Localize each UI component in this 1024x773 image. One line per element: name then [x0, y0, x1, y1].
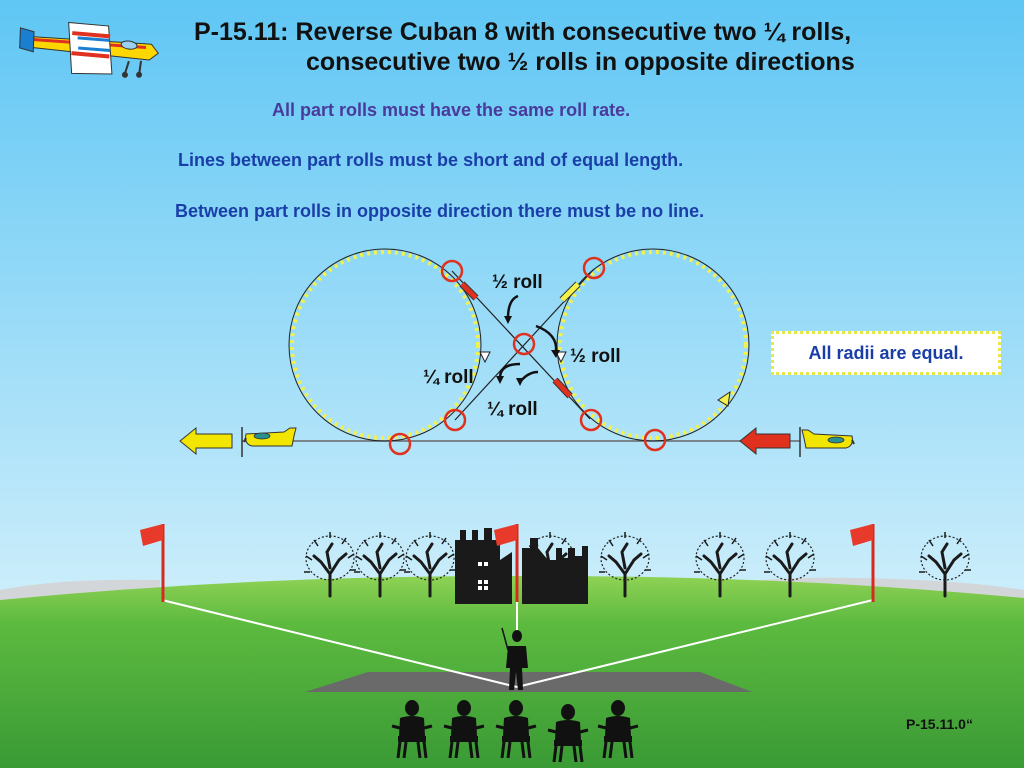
note-roll-rate: All part rolls must have the same roll r…	[272, 100, 631, 120]
exit-arrow-icon	[179, 426, 233, 456]
left-loop	[288, 248, 482, 442]
flag-icon	[140, 524, 165, 602]
figure-title-line1: P-15.11: Reverse Cuban 8 with consecutiv…	[194, 18, 852, 46]
flag-icon	[850, 524, 875, 602]
loop-direction-arrow	[555, 351, 567, 364]
flag-icon	[494, 524, 519, 602]
runway	[305, 672, 752, 692]
note-no-line: Between part rolls in opposite direction…	[175, 201, 705, 221]
exit-airplane-icon	[243, 427, 297, 447]
label-half-roll-right: ½ roll	[570, 346, 621, 367]
roll-curve-arrowheads	[496, 316, 560, 386]
pilot-icon	[501, 627, 528, 690]
figure-title-line2: consecutive two ½ rolls in opposite dire…	[306, 48, 855, 76]
right-loop-dots	[558, 250, 748, 440]
radii-note-box: All radii are equal.	[771, 331, 1001, 375]
label-quarter-roll-left: ¼ roll	[423, 367, 474, 388]
left-loop-dots	[290, 250, 480, 440]
radii-note: All radii are equal.	[808, 342, 964, 363]
diagonal-flight-arrow	[552, 377, 573, 399]
loop-direction-arrow	[717, 390, 731, 407]
note-line-length: Lines between part rolls must be short a…	[178, 150, 684, 170]
entry-airplane-icon	[801, 429, 855, 449]
sight-line-left	[161, 599, 518, 688]
diagonal-flight-arrow	[559, 281, 581, 303]
sight-line-right	[516, 599, 874, 688]
logo-airplane-icon	[19, 21, 159, 78]
entry-arrow-icon	[739, 426, 791, 456]
diagonal-flight-arrow	[459, 281, 479, 301]
label-half-roll-top: ½ roll	[492, 272, 543, 293]
loop-direction-arrow	[479, 351, 491, 364]
figure-code: P-15.11.0“	[906, 716, 973, 732]
castle-icon	[455, 528, 588, 604]
label-quarter-roll-bottom: ¼ roll	[487, 399, 538, 420]
roll-markers	[388, 256, 667, 456]
